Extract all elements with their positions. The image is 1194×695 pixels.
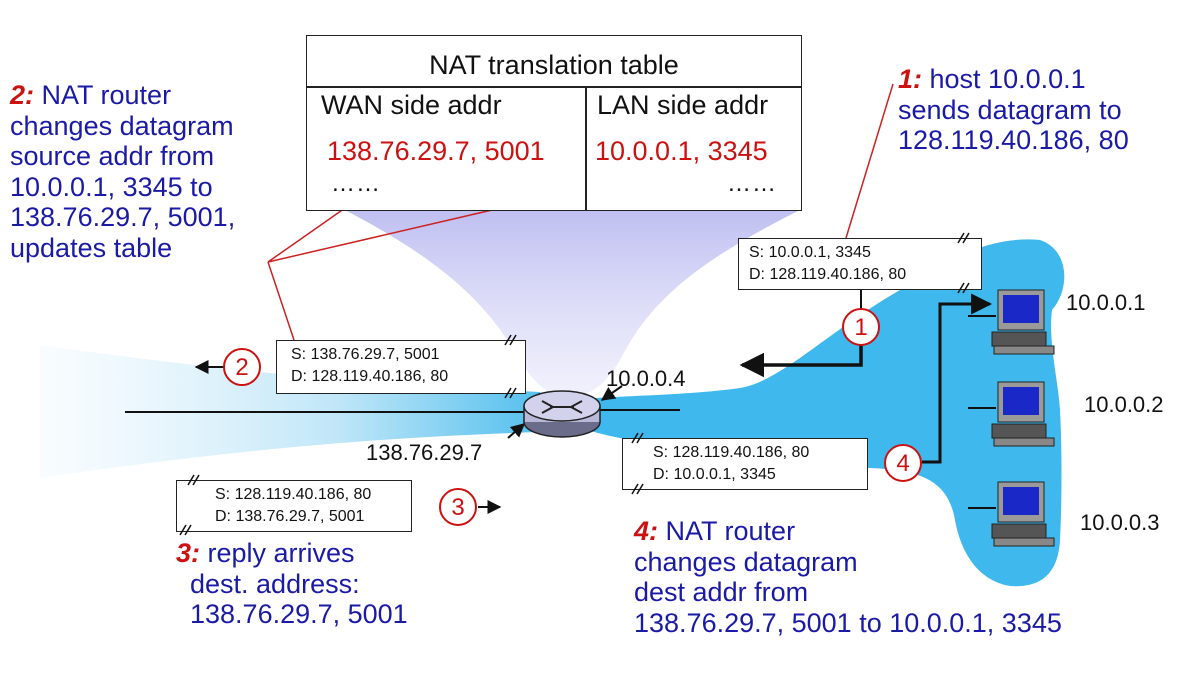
host2-address: 10.0.0.2 [1084,392,1164,417]
lan-addr-arrow [600,385,623,401]
step1-number: 1: [898,64,923,94]
step4-note: 4: NAT router changes datagram dest addr… [634,516,1062,638]
datagram-source: S: 138.76.29.7, 5001 [291,346,440,363]
step2-note: 2: NAT router changes datagram source ad… [10,80,236,263]
datagram-step3: S: 128.119.40.186, 80 D: 138.76.29.7, 50… [176,480,412,532]
step4-arrow [922,293,993,464]
router-wan-address: 138.76.29.7 [366,440,483,465]
table-column-divider [585,86,587,210]
step2-number: 2: [10,80,35,110]
desktop-computer-icon [991,481,1055,547]
row2-wan: …… [331,170,381,197]
datagram-destination: D: 10.0.0.1, 3345 [653,466,776,483]
datagram-step1: S: 10.0.0.1, 3345 D: 128.119.40.186, 80 [738,238,982,290]
header-wan-side: WAN side addr [321,90,502,120]
row2-lan: …… [727,170,777,197]
datagram-destination: D: 128.119.40.186, 80 [749,266,907,283]
row1-wan: 138.76.29.7, 5001 [327,136,545,166]
table-divider [307,86,801,88]
step4-number: 4: [634,516,659,546]
host3-address: 10.0.0.3 [1080,510,1160,535]
step1-note: 1: host 10.0.0.1 sends datagram to 128.1… [898,64,1129,155]
router-lan-address: 10.0.0.4 [606,366,686,391]
router-icon [523,390,601,438]
lan-cloud [560,239,1065,587]
translation-cone [345,210,800,398]
datagram-source: S: 10.0.0.1, 3345 [749,244,871,261]
step1-pointer [845,83,894,239]
datagram-source: S: 128.119.40.186, 80 [653,444,810,461]
nat-translation-table: NAT translation table WAN side addr LAN … [306,35,802,211]
step2-pointer-c [267,261,295,341]
nat-table-title: NAT translation table [429,50,679,80]
row1-lan: 10.0.0.1, 3345 [595,136,768,166]
datagram-source: S: 128.119.40.186, 80 [215,486,372,503]
datagram-step2: S: 138.76.29.7, 5001 D: 128.119.40.186, … [276,340,526,394]
datagram-destination: D: 128.119.40.186, 80 [291,368,449,385]
header-lan-side: LAN side addr [597,90,769,120]
desktop-computer-icon [991,289,1055,355]
host1-address: 10.0.0.1 [1066,290,1146,315]
desktop-computer-icon [991,381,1055,447]
wan-addr-arrow [507,423,526,439]
step3-number: 3: [176,538,201,568]
datagram-step4: S: 128.119.40.186, 80 D: 10.0.0.1, 3345 [622,438,868,490]
step1-arrow [739,345,863,378]
datagram-destination: D: 138.76.29.7, 5001 [215,508,365,525]
step3-note: 3: reply arrives dest. address: 138.76.2… [176,538,408,629]
